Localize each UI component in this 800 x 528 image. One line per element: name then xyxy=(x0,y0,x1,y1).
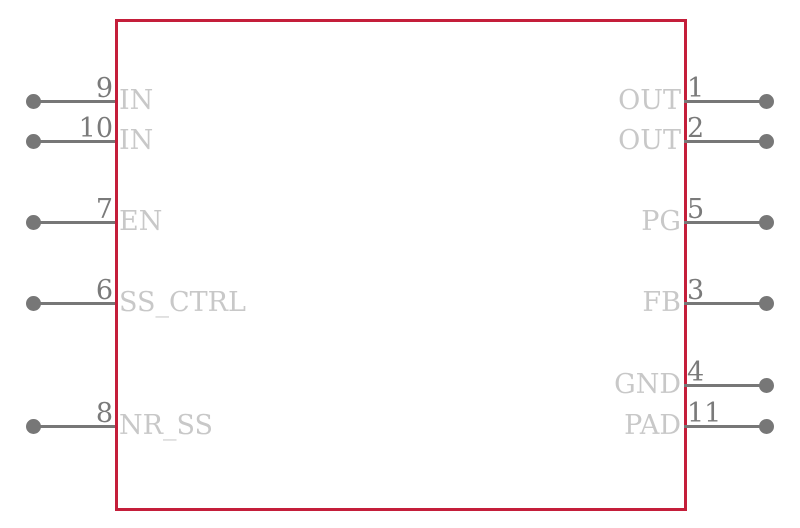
pin-number: 7 xyxy=(95,194,113,225)
pin-number: 4 xyxy=(687,357,705,388)
pin-name: IN xyxy=(119,125,154,156)
pin-line xyxy=(684,302,766,305)
pin-line xyxy=(684,221,766,224)
pin-pg: 5 PG xyxy=(641,196,774,235)
pin-en: 7 EN xyxy=(26,196,162,235)
pin-line xyxy=(684,140,766,143)
pin-endpoint-icon xyxy=(759,378,774,393)
pin-name: NR_SS xyxy=(119,410,213,441)
pin-endpoint-icon xyxy=(759,134,774,149)
pin-endpoint-icon xyxy=(26,296,41,311)
pin-out-2: 2 OUT xyxy=(618,115,774,154)
pin-number: 10 xyxy=(78,113,113,144)
pin-name: IN xyxy=(119,85,154,116)
pin-in-9: 9 IN xyxy=(26,75,153,114)
pin-out-1: 1 OUT xyxy=(618,75,774,114)
pin-line xyxy=(684,384,766,387)
pin-number: 5 xyxy=(687,194,705,225)
pin-number: 9 xyxy=(95,73,113,104)
pin-name: SS_CTRL xyxy=(119,287,246,318)
pin-line xyxy=(34,221,115,224)
pin-endpoint-icon xyxy=(26,134,41,149)
pin-endpoint-icon xyxy=(26,419,41,434)
pin-number: 3 xyxy=(687,275,705,306)
pin-fb: 3 FB xyxy=(642,277,774,316)
pin-name: PG xyxy=(641,206,681,237)
pin-endpoint-icon xyxy=(759,94,774,109)
pin-line xyxy=(34,100,115,103)
pin-endpoint-icon xyxy=(26,94,41,109)
pin-line xyxy=(34,140,115,143)
pin-number: 1 xyxy=(687,73,705,104)
pin-number: 11 xyxy=(687,398,722,429)
pin-name: FB xyxy=(642,287,681,318)
pin-ss-ctrl: 6 SS_CTRL xyxy=(26,277,246,316)
pin-number: 6 xyxy=(95,275,113,306)
pin-endpoint-icon xyxy=(759,296,774,311)
pin-endpoint-icon xyxy=(26,215,41,230)
pin-line xyxy=(34,425,115,428)
pin-name: GND xyxy=(614,369,681,400)
pin-name: PAD xyxy=(624,410,681,441)
pin-endpoint-icon xyxy=(759,215,774,230)
pin-name: OUT xyxy=(618,125,681,156)
pin-line xyxy=(34,302,115,305)
pin-line xyxy=(684,425,766,428)
component-body xyxy=(115,19,687,511)
pin-number: 2 xyxy=(687,113,705,144)
pin-name: EN xyxy=(119,206,163,237)
pin-gnd: 4 GND xyxy=(614,359,774,398)
pin-line xyxy=(684,100,766,103)
pin-nr-ss: 8 NR_SS xyxy=(26,400,213,439)
pin-in-10: 10 IN xyxy=(26,115,153,154)
pin-pad: 11 PAD xyxy=(624,400,774,439)
pin-name: OUT xyxy=(618,85,681,116)
pin-number: 8 xyxy=(95,398,113,429)
pin-endpoint-icon xyxy=(759,419,774,434)
